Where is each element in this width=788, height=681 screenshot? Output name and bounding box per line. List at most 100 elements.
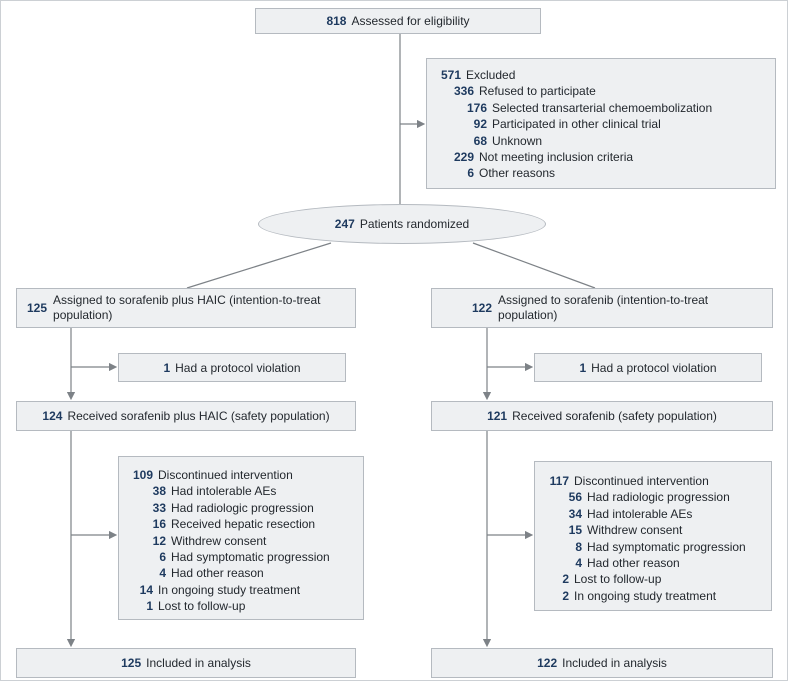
flow-line-count: 68	[473, 133, 487, 148]
flow-line-label: Had other reason	[587, 556, 680, 571]
flow-line: 68 Unknown	[437, 133, 767, 149]
flow-line-count: 8	[575, 539, 582, 554]
flow-line-count: 12	[152, 533, 166, 548]
left-discontinued-box: 109 Discontinued intervention 38 Had intole…	[118, 456, 364, 620]
right-received-label: Received sorafenib (safety population)	[512, 409, 717, 423]
flow-line-label: Had symptomatic progression	[171, 550, 330, 565]
left-analysis-label: Included in analysis	[146, 656, 251, 670]
flow-line-count: 14	[139, 582, 153, 597]
right-received-box: 121 Received sorafenib (safety populatio…	[431, 401, 773, 431]
flow-line: 4 Had other reason	[129, 565, 355, 581]
right-analysis-box: 122 Included in analysis	[431, 648, 773, 678]
flow-line-count: 571	[440, 68, 461, 82]
right-analysis-count: 122	[537, 656, 558, 670]
flow-line: 2 Lost to follow-up	[545, 571, 763, 587]
flow-line-label: Had radiologic progression	[587, 490, 730, 505]
flow-line-count: 2	[562, 572, 569, 587]
flow-line: 1 Lost to follow-up	[129, 598, 355, 614]
left-protocol-count: 1	[163, 360, 171, 375]
flow-line: 33 Had radiologic progression	[129, 500, 355, 516]
flow-line-count: 16	[152, 517, 166, 532]
flow-line-label: In ongoing study treatment	[574, 588, 717, 603]
flow-line-label: Not meeting inclusion criteria	[479, 150, 634, 165]
flow-line-count: 92	[473, 117, 487, 132]
flow-line-count: 56	[568, 490, 582, 505]
flow-line-count: 336	[453, 84, 474, 99]
left-assigned-label: Assigned to sorafenib plus HAIC (intenti…	[53, 293, 321, 322]
flow-line-count: 229	[453, 150, 474, 165]
flow-line-label: Had intolerable AEs	[171, 484, 277, 499]
left-received-count: 124	[42, 409, 63, 423]
flow-line-count: 109	[132, 468, 153, 482]
flow-line-label: Refused to participate	[479, 84, 596, 99]
flow-line: 6 Had symptomatic progression	[129, 549, 355, 565]
flow-line-count: 6	[159, 550, 166, 565]
right-received-count: 121	[487, 409, 508, 423]
right-assigned-count: 122	[471, 301, 493, 315]
flow-line-count: 1	[146, 599, 153, 614]
flow-line-label: Lost to follow-up	[574, 572, 662, 587]
flow-line-count: 4	[575, 556, 582, 571]
randomized-label: Patients randomized	[359, 217, 470, 231]
flow-line-label: Unknown	[492, 133, 543, 148]
assessed-label: Assessed for eligibility	[351, 14, 470, 28]
flow-line: 12 Withdrew consent	[129, 533, 355, 549]
flow-line-label: Had radiologic progression	[171, 500, 314, 515]
flow-line: 14 In ongoing study treatment	[129, 582, 355, 598]
flow-line-label: Excluded	[466, 68, 516, 82]
right-assigned-box: 122 Assigned to sorafenib (intention-to-…	[431, 288, 773, 328]
flow-line: 6 Other reasons	[437, 165, 767, 181]
flow-line-label: Withdrew consent	[171, 533, 267, 548]
left-analysis-count: 125	[121, 656, 142, 670]
flow-line-count: 33	[152, 500, 166, 515]
left-assigned-count: 125	[26, 301, 48, 315]
flow-line: 38 Had intolerable AEs	[129, 483, 355, 499]
assessed-for-eligibility-box: 818 Assessed for eligibility	[255, 8, 541, 34]
flow-line-count: 38	[152, 484, 166, 499]
flow-line: 92 Participated in other clinical trial	[437, 116, 767, 132]
flow-line: 109 Discontinued intervention	[129, 467, 355, 483]
randomized-ellipse: 247 Patients randomized	[258, 204, 546, 244]
flow-line-label: Had intolerable AEs	[587, 506, 693, 521]
flow-line-count: 2	[562, 588, 569, 603]
flow-line: 16 Received hepatic resection	[129, 516, 355, 532]
right-protocol-count: 1	[579, 360, 587, 375]
flow-line-count: 4	[159, 566, 166, 581]
left-analysis-box: 125 Included in analysis	[16, 648, 356, 678]
flow-line-label: Participated in other clinical trial	[492, 117, 661, 132]
flow-line-label: Had other reason	[171, 566, 264, 581]
flow-line: 176 Selected transarterial chemoembolizat…	[437, 100, 767, 116]
left-assigned-box: 125 Assigned to sorafenib plus HAIC (int…	[16, 288, 356, 328]
right-protocol-violation-box: 1 Had a protocol violation	[534, 353, 762, 382]
flow-line-count: 34	[568, 506, 582, 521]
left-protocol-violation-box: 1 Had a protocol violation	[118, 353, 346, 382]
right-analysis-label: Included in analysis	[562, 656, 667, 670]
flow-line: 571 Excluded	[437, 67, 767, 83]
flow-line: 336 Refused to participate	[437, 83, 767, 99]
flow-line: 229 Not meeting inclusion criteria	[437, 149, 767, 165]
flow-line: 34 Had intolerable AEs	[545, 506, 763, 522]
flow-line-count: 6	[467, 166, 474, 181]
right-assigned-label: Assigned to sorafenib (intention-to-trea…	[498, 293, 709, 322]
flow-line: 4 Had other reason	[545, 555, 763, 571]
flow-line-label: Lost to follow-up	[158, 599, 246, 614]
flow-line: 56 Had radiologic progression	[545, 489, 763, 505]
flow-line-label: Other reasons	[479, 166, 556, 181]
left-received-box: 124 Received sorafenib plus HAIC (safety…	[16, 401, 356, 431]
flow-line-label: Discontinued intervention	[158, 468, 293, 482]
flow-line-label: Received hepatic resection	[171, 517, 316, 532]
flow-line-count: 15	[568, 523, 582, 538]
flow-line-label: Selected transarterial chemoembolization	[492, 100, 713, 115]
assessed-count: 818	[326, 14, 347, 28]
left-protocol-label: Had a protocol violation	[175, 360, 301, 375]
flow-line-label: Discontinued intervention	[574, 474, 709, 488]
flow-line-label: Withdrew consent	[587, 523, 683, 538]
flow-line-label: In ongoing study treatment	[158, 582, 301, 597]
flow-line-count: 176	[466, 100, 487, 115]
